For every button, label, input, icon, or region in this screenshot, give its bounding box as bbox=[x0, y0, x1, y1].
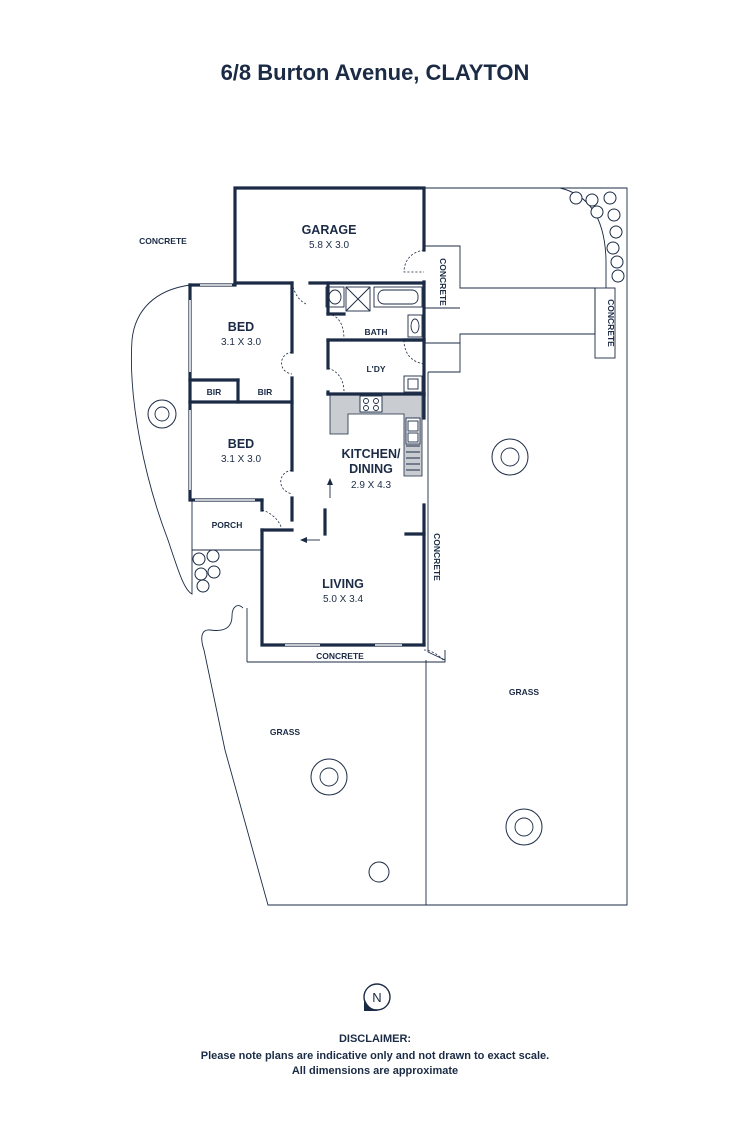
bed2-label: BED bbox=[228, 437, 254, 451]
porch-label: PORCH bbox=[212, 520, 243, 530]
bath-label: BATH bbox=[365, 327, 388, 337]
kitchen-label-line2: DINING bbox=[349, 462, 393, 476]
shrub-cluster-top bbox=[559, 187, 625, 288]
garage-label: GARAGE bbox=[302, 223, 357, 237]
disclaimer-line1: Please note plans are indicative only an… bbox=[201, 1050, 549, 1062]
walls bbox=[188, 186, 426, 647]
living-dims: 5.0 X 3.4 bbox=[323, 594, 363, 605]
bed1-label: BED bbox=[228, 320, 254, 334]
bir1-label: BIR bbox=[207, 387, 222, 397]
disclaimer-line2: All dimensions are approximate bbox=[292, 1065, 458, 1077]
plan-title: 6/8 Burton Avenue, CLAYTON bbox=[221, 60, 530, 85]
grass-right-label: GRASS bbox=[509, 687, 540, 697]
tree bbox=[147, 399, 177, 429]
bir2-label: BIR bbox=[258, 387, 273, 397]
concrete-east-label: CONCRETE bbox=[606, 299, 616, 347]
garage-dims: 5.8 X 3.0 bbox=[309, 240, 349, 251]
north-arrow-icon: N bbox=[363, 983, 391, 1011]
tree bbox=[368, 861, 390, 883]
laundry-fixtures bbox=[403, 375, 423, 393]
north-label: N bbox=[372, 990, 381, 1005]
living-label: LIVING bbox=[322, 577, 364, 591]
bathroom-fixtures bbox=[325, 286, 423, 338]
laundry-label: L'DY bbox=[366, 364, 385, 374]
tree bbox=[491, 438, 529, 476]
shrub-cluster-porch bbox=[192, 549, 221, 593]
tree bbox=[505, 808, 543, 846]
windows bbox=[189, 284, 425, 646]
concrete-right-label: CONCRETE bbox=[432, 533, 442, 581]
kitchen-label-line1: KITCHEN/ bbox=[341, 447, 401, 461]
kitchen-bench bbox=[329, 393, 423, 477]
concrete-top-left-label: CONCRETE bbox=[139, 236, 187, 246]
bed2-dims: 3.1 X 3.0 bbox=[221, 454, 261, 465]
doors bbox=[261, 249, 446, 663]
kitchen-dims: 2.9 X 4.3 bbox=[351, 480, 391, 491]
bed1-dims: 3.1 X 3.0 bbox=[221, 337, 261, 348]
grass-left-label: GRASS bbox=[270, 727, 301, 737]
disclaimer-heading: DISCLAIMER: bbox=[339, 1033, 411, 1045]
direction-arrows bbox=[300, 478, 333, 543]
tree bbox=[310, 758, 348, 796]
site-boundaries bbox=[131, 187, 628, 906]
concrete-garage-side-label: CONCRETE bbox=[438, 258, 448, 306]
concrete-bottom-label: CONCRETE bbox=[316, 651, 364, 661]
